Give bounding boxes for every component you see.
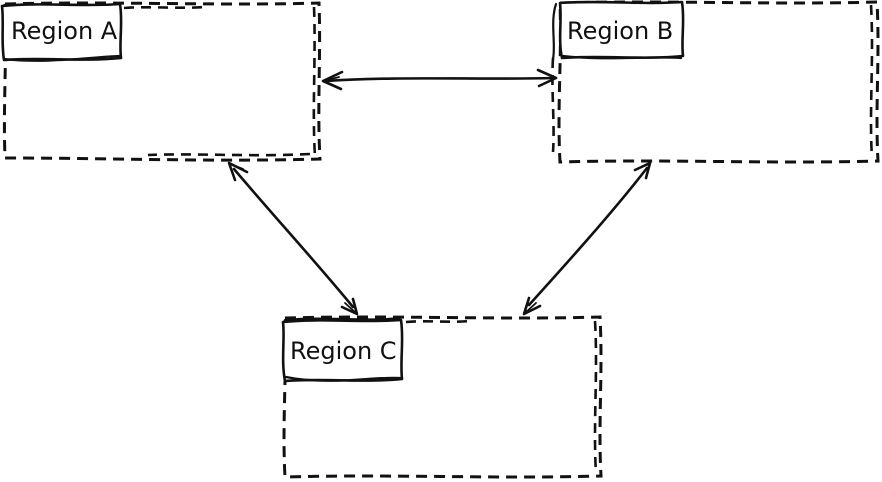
arrowhead-down-left-icon bbox=[522, 296, 542, 316]
region-b-boundary bbox=[557, 0, 880, 164]
arrowhead-down-left-icon bbox=[524, 302, 537, 314]
region-c-boundary bbox=[282, 315, 603, 479]
arrowhead-down-right-icon bbox=[344, 302, 357, 314]
region-c-label-border bbox=[281, 318, 404, 383]
region-b-group bbox=[551, 0, 880, 164]
arrow-a-c bbox=[227, 161, 359, 316]
arrow-a-b bbox=[321, 68, 558, 91]
arrowhead-right-icon bbox=[536, 68, 558, 88]
region-c-boundary-sketch-pass bbox=[593, 320, 598, 474]
region-a-group bbox=[2, 1, 322, 162]
region-c-label-box: Region C bbox=[281, 316, 404, 383]
arrowhead-up-left-icon bbox=[229, 163, 244, 170]
region-c-label: Region C bbox=[290, 337, 397, 365]
region-b-label-sketch-pass bbox=[561, 54, 683, 60]
region-a-boundary-sketch-pass bbox=[147, 152, 311, 157]
arrow-b-c bbox=[522, 161, 652, 316]
region-b-label-border bbox=[558, 0, 685, 60]
region-b-boundary-sketch-pass bbox=[551, 57, 555, 153]
region-b-label: Region B bbox=[567, 17, 673, 45]
region-a-label-border bbox=[0, 2, 123, 62]
region-a-label-box: Region A bbox=[0, 2, 123, 62]
region-c-label-sketch-pass bbox=[283, 316, 402, 322]
arrow-a-b-shaft bbox=[324, 76, 555, 83]
region-c-boundary-sketch-pass bbox=[405, 319, 471, 324]
region-b-label-sketch-pass bbox=[551, 2, 558, 61]
arrow-a-c-shaft bbox=[232, 167, 355, 309]
region-c-group bbox=[282, 315, 603, 479]
arrowhead-down-right-icon bbox=[340, 297, 359, 316]
region-a-boundary-sketch-pass bbox=[123, 5, 206, 10]
region-c-label-sketch-pass bbox=[284, 375, 402, 382]
region-a-label-sketch-pass bbox=[2, 54, 122, 62]
region-b-boundary-sketch-pass bbox=[869, 4, 874, 159]
region-b-label-box: Region B bbox=[551, 0, 685, 61]
region-a-boundary-sketch-pass bbox=[312, 6, 317, 157]
arrowhead-up-right-icon bbox=[638, 163, 650, 169]
arrow-b-c-shaft bbox=[527, 166, 649, 307]
arrowhead-left-icon bbox=[321, 70, 344, 91]
arrowhead-left-icon bbox=[323, 76, 340, 82]
region-a-boundary bbox=[2, 1, 322, 162]
region-a-label: Region A bbox=[11, 17, 118, 45]
